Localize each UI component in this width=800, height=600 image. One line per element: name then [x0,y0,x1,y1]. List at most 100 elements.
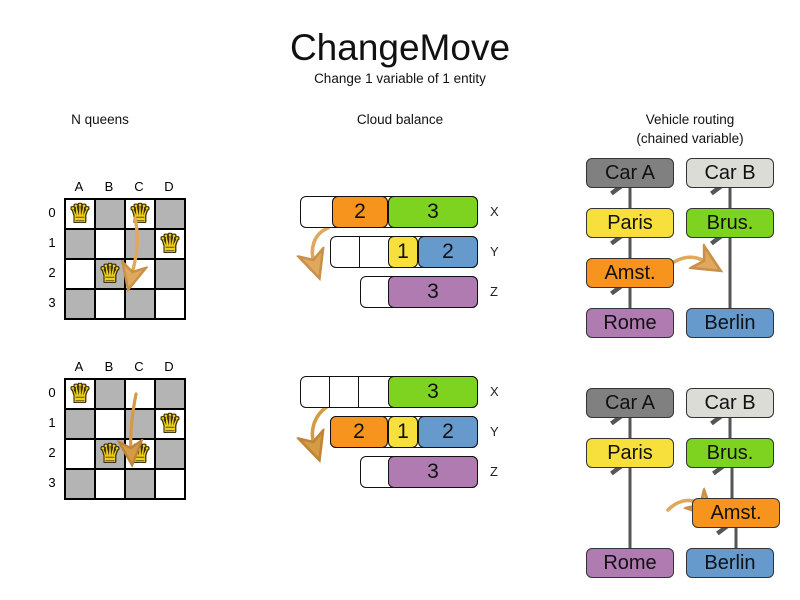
routing-node-berlin[interactable]: Berlin [686,548,774,578]
routing-heading-line2: (chained variable) [636,131,744,146]
board-cell-A1[interactable] [65,409,95,439]
section-heading-vehicle-routing: Vehicle routing (chained variable) [590,110,790,148]
cloud-process-2[interactable]: 2 [418,416,478,448]
cloud-row-Z: 3 [360,276,478,308]
board-cell-B3[interactable] [95,469,125,499]
cloud-computer-label-Z: Z [490,464,498,479]
routing-node-rome[interactable]: Rome [586,548,674,578]
cloud-process-2[interactable]: 2 [330,416,388,448]
board-cell-B1[interactable] [95,229,125,259]
board-cell-C3[interactable] [125,289,155,319]
board-cell-A3[interactable] [65,289,95,319]
cloud-free-space [329,376,358,408]
board-cell-A0[interactable] [65,379,95,409]
cloud-process-2[interactable]: 2 [332,196,388,228]
page-title: ChangeMove [289,27,511,68]
routing-heading-line1: Vehicle routing [645,112,735,127]
cloud-process-3[interactable]: 3 [388,376,478,408]
routing-node-amst[interactable]: Amst. [586,258,674,288]
cloud-computer-label-Y: Y [490,244,499,259]
board-cell-A2[interactable] [65,259,95,289]
routing-node-cara[interactable]: Car A [586,388,674,418]
board-row-label-0: 0 [48,385,56,400]
cloud-process-1[interactable]: 1 [388,236,418,268]
board-cell-D2[interactable] [155,439,185,469]
board-cell-D3[interactable] [155,469,185,499]
board-cell-A3[interactable] [65,469,95,499]
routing-node-brus[interactable]: Brus. [686,208,774,238]
routing-node-berlin[interactable]: Berlin [686,308,774,338]
board-cell-B2[interactable] [95,259,125,289]
queens-move-arrow-before [18,216,178,330]
routing-node-brus[interactable]: Brus. [686,438,774,468]
board-cell-B0[interactable] [95,379,125,409]
board-cell-D2[interactable] [155,259,185,289]
cloud-process-3[interactable]: 3 [388,196,478,228]
cloud-free-space [360,456,388,488]
board-cell-A1[interactable] [65,229,95,259]
board-cell-D1[interactable] [155,409,185,439]
board-cell-D0[interactable] [155,379,185,409]
board-row-label-1: 1 [48,235,56,250]
routing-node-carb[interactable]: Car B [686,388,774,418]
board-cell-C0[interactable] [125,379,155,409]
board-column-label-B: B [104,359,114,374]
board-cell-D3[interactable] [155,289,185,319]
cloud-move-arrow-after [300,404,330,496]
board-cell-D1[interactable] [155,229,185,259]
board-column-label-C: C [134,359,144,374]
cloud-process-3[interactable]: 3 [388,276,478,308]
board-cell-C3[interactable] [125,469,155,499]
cloud-free-space [300,376,329,408]
board-cell-A0[interactable] [65,199,95,229]
board-cell-D0[interactable] [155,199,185,229]
cloud-process-2[interactable]: 2 [418,236,478,268]
board-row-label-2: 2 [48,265,56,280]
cloud-computer-label-X: X [490,384,499,399]
board-cell-B3[interactable] [95,289,125,319]
routing-node-carb[interactable]: Car B [686,158,774,188]
page-subtitle: Change 1 variable of 1 entity [314,71,486,86]
section-heading-cloud-balance: Cloud balance [356,112,444,127]
routing-node-paris[interactable]: Paris [586,438,674,468]
cloud-process-1[interactable]: 1 [388,416,418,448]
cloud-computer-label-X: X [490,204,499,219]
routing-node-rome[interactable]: Rome [586,308,674,338]
queens-move-arrow-after [18,392,178,510]
cloud-computer-label-Z: Z [490,284,498,299]
board-cell-A2[interactable] [65,439,95,469]
board-cell-C1[interactable] [125,229,155,259]
cloud-process-3[interactable]: 3 [388,456,478,488]
cloud-computer-label-Y: Y [490,424,499,439]
cloud-free-space [358,376,388,408]
cloud-free-space [330,236,359,268]
board-column-label-B: B [104,179,114,194]
board-cell-B0[interactable] [95,199,125,229]
routing-node-cara[interactable]: Car A [586,158,674,188]
board-column-label-A: A [74,179,84,194]
board-cell-C0[interactable] [125,199,155,229]
board-column-label-D: D [164,359,174,374]
board-row-label-0: 0 [48,205,56,220]
board-row-label-2: 2 [48,445,56,460]
cloud-free-space [300,196,332,228]
board-column-label-C: C [134,179,144,194]
board-cell-B1[interactable] [95,409,125,439]
section-heading-nqueens: N queens [71,112,129,127]
cloud-row-Z: 3 [360,456,478,488]
board-row-label-3: 3 [48,475,56,490]
routing-node-amst[interactable]: Amst. [692,498,780,528]
board-row-label-1: 1 [48,415,56,430]
board-row-label-3: 3 [48,295,56,310]
cloud-free-space [359,236,388,268]
routing-node-paris[interactable]: Paris [586,208,674,238]
